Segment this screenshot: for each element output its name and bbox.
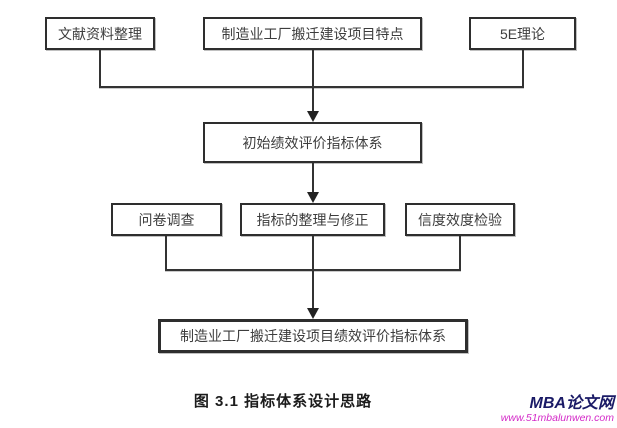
node-reliability-validity: 信度效度检验 (405, 203, 515, 236)
connector-line (99, 86, 524, 88)
watermark-brand: MBA论文网 (529, 395, 614, 412)
connector-line (165, 236, 167, 271)
connector-line (99, 50, 101, 88)
node-literature: 文献资料整理 (45, 17, 155, 50)
connector-line (459, 236, 461, 271)
arrowhead-down (307, 192, 319, 203)
connector-line (312, 163, 314, 193)
connector-line (312, 50, 314, 112)
node-questionnaire: 问卷调查 (111, 203, 222, 236)
connector-line (522, 50, 524, 88)
node-project-features: 制造业工厂搬迁建设项目特点 (203, 17, 422, 50)
watermark: MBA论文网 www.51mbalunwen.com (500, 395, 614, 424)
watermark-url: www.51mbalunwen.com (500, 411, 614, 424)
arrowhead-down (307, 111, 319, 122)
node-adjust-indicators: 指标的整理与修正 (240, 203, 385, 236)
node-5e-theory: 5E理论 (469, 17, 576, 50)
node-final-system: 制造业工厂搬迁建设项目绩效评价指标体系 (158, 319, 468, 353)
arrowhead-down (307, 308, 319, 319)
node-initial-system: 初始绩效评价指标体系 (203, 122, 422, 163)
connector-line (312, 236, 314, 309)
figure-caption: 图 3.1 指标体系设计思路 (193, 393, 373, 410)
